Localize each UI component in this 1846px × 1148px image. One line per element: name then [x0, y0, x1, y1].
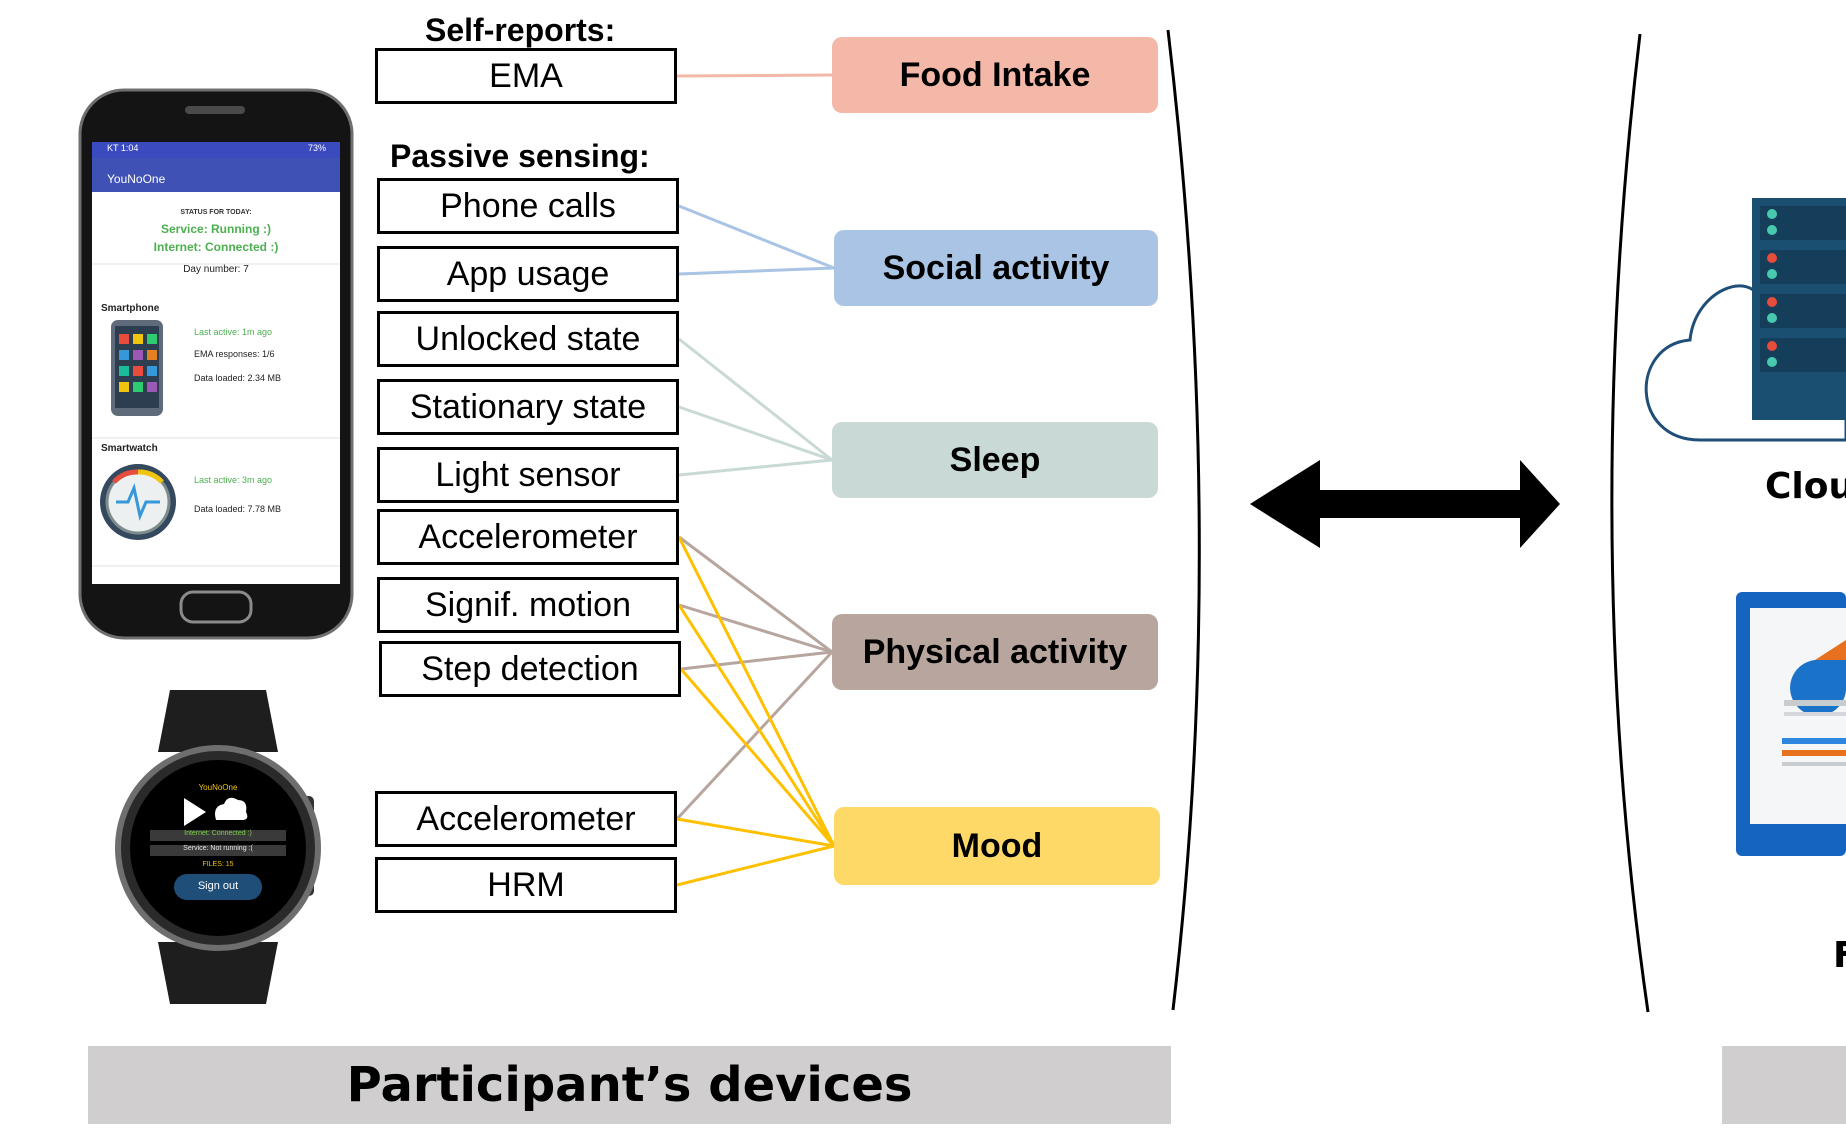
category-label: Sleep — [949, 440, 1041, 479]
source-box-signif-motion: Signif. motion — [377, 577, 679, 633]
connector-hrm-to-mood — [676, 844, 835, 887]
connector-phone-calls-to-social-activity — [678, 204, 835, 270]
category-mood: Mood — [834, 807, 1160, 885]
watch-sign-out-button[interactable]: Sign out — [197, 880, 239, 892]
connector-accelerometer-phone-to-mood — [677, 536, 836, 847]
cloud-label-partial: Clou — [1765, 466, 1846, 507]
source-box-hrm: HRM — [375, 857, 677, 913]
phone-ema-responses: EMA responses: 1/6 — [194, 349, 275, 359]
source-label: Unlocked state — [415, 319, 641, 358]
connector-accelerometer-watch-to-physical-activity — [675, 650, 834, 821]
category-label: Mood — [951, 826, 1043, 865]
category-label: Food Intake — [899, 55, 1091, 94]
connector-light-sensor-to-sleep — [678, 458, 833, 477]
connector-step-detection-to-physical-activity — [680, 650, 833, 671]
connector-ema-to-food-intake — [676, 73, 833, 78]
source-box-light-sensor: Light sensor — [377, 447, 679, 503]
connector-app-usage-to-social-activity — [678, 266, 835, 276]
watch-service-status: Service: Not running :( — [183, 845, 253, 852]
phone-status-bar-time: KT 1:04 — [107, 143, 139, 153]
connector-unlocked-state-to-sleep — [678, 337, 833, 462]
source-label: Light sensor — [435, 455, 621, 494]
source-label: EMA — [489, 56, 563, 95]
connector-signif-motion-to-mood — [677, 604, 836, 847]
category-social-activity: Social activity — [834, 230, 1158, 306]
source-label: Stationary state — [409, 387, 647, 426]
source-box-accelerometer-phone: Accelerometer — [377, 509, 679, 565]
source-box-app-usage: App usage — [377, 246, 679, 302]
source-label: App usage — [446, 254, 610, 293]
phone-service-status: Service: Running :) — [160, 222, 271, 236]
participants-devices-banner: Participant’s devices — [88, 1046, 1171, 1124]
source-label: HRM — [487, 865, 565, 904]
lower-label-partial: F — [1833, 935, 1846, 976]
source-label: Step detection — [421, 649, 639, 688]
source-label: Accelerometer — [418, 517, 638, 556]
right-banner-partial — [1722, 1046, 1846, 1124]
banner-label: Participant’s devices — [346, 1057, 913, 1113]
watch-files-count: FILES: 15 — [202, 861, 234, 868]
source-label: Accelerometer — [416, 799, 636, 838]
watch-app-title: YouNoOne — [198, 783, 238, 792]
phone-day-number: Day number: 7 — [183, 264, 249, 275]
category-food-intake: Food Intake — [832, 37, 1158, 113]
phone-smartwatch-title: Smartwatch — [101, 443, 158, 454]
source-box-stationary-state: Stationary state — [377, 379, 679, 435]
phone-app-title: YouNoOne — [107, 172, 166, 186]
self-reports-heading: Self-reports: — [425, 12, 616, 48]
category-sleep: Sleep — [832, 422, 1158, 498]
phone-data-loaded: Data loaded: 2.34 MB — [194, 373, 282, 383]
category-physical-activity: Physical activity — [832, 614, 1158, 690]
connector-accelerometer-phone-to-physical-activity — [678, 535, 833, 654]
source-label: Signif. motion — [425, 585, 631, 624]
smartphone-illustration — [78, 88, 354, 640]
category-label: Social activity — [882, 248, 1110, 287]
category-label: Physical activity — [862, 632, 1128, 671]
source-box-ema: EMA — [375, 48, 677, 104]
phone-internet-status: Internet: Connected :) — [153, 240, 279, 254]
connector-step-detection-to-mood — [679, 668, 836, 847]
source-box-phone-calls: Phone calls — [377, 178, 679, 234]
connector-stationary-state-to-sleep — [678, 405, 833, 462]
source-label: Phone calls — [440, 186, 616, 225]
smartwatch-illustration — [115, 690, 321, 1004]
connector-accelerometer-watch-to-mood — [676, 817, 835, 848]
source-box-step-detection: Step detection — [379, 641, 681, 697]
source-box-accelerometer-watch: Accelerometer — [375, 791, 677, 847]
watch-internet-status: Internet: Connected :) — [184, 830, 252, 837]
watch-last-active: Last active: 3m ago — [194, 475, 273, 485]
source-box-unlocked-state: Unlocked state — [377, 311, 679, 367]
connector-signif-motion-to-physical-activity — [678, 603, 833, 654]
phone-last-active: Last active: 1m ago — [194, 327, 273, 337]
watch-data-loaded: Data loaded: 7.78 MB — [194, 504, 282, 514]
passive-sensing-heading: Passive sensing: — [390, 138, 650, 174]
phone-smartphone-title: Smartphone — [101, 303, 160, 314]
phone-status-bar-battery: 73% — [308, 143, 327, 153]
phone-status-title: STATUS FOR TODAY: — [180, 209, 252, 216]
